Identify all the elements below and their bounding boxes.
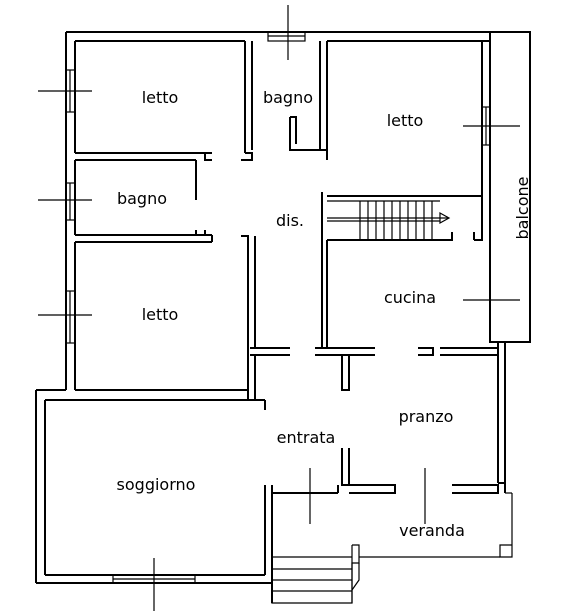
room-label-letto-left: letto xyxy=(142,305,179,324)
room-labels: letto bagno letto bagno dis. balcone let… xyxy=(117,88,532,540)
room-label-soggiorno: soggiorno xyxy=(117,475,196,494)
room-label-bagno-left: bagno xyxy=(117,189,167,208)
room-label-bagno-top: bagno xyxy=(263,88,313,107)
room-label-veranda: veranda xyxy=(399,521,465,540)
room-label-cucina: cucina xyxy=(384,288,436,307)
room-label-pranzo: pranzo xyxy=(399,407,454,426)
entry-steps xyxy=(271,557,360,604)
stairs xyxy=(327,200,451,240)
interior-walls xyxy=(75,41,513,558)
windows xyxy=(38,5,520,611)
room-label-letto-top-right: letto xyxy=(387,111,424,130)
room-label-entrata: entrata xyxy=(277,428,336,447)
room-label-dis: dis. xyxy=(276,211,304,230)
outer-walls xyxy=(35,31,531,603)
room-label-letto-top-left: letto xyxy=(142,88,179,107)
room-label-balcone: balcone xyxy=(513,177,532,240)
